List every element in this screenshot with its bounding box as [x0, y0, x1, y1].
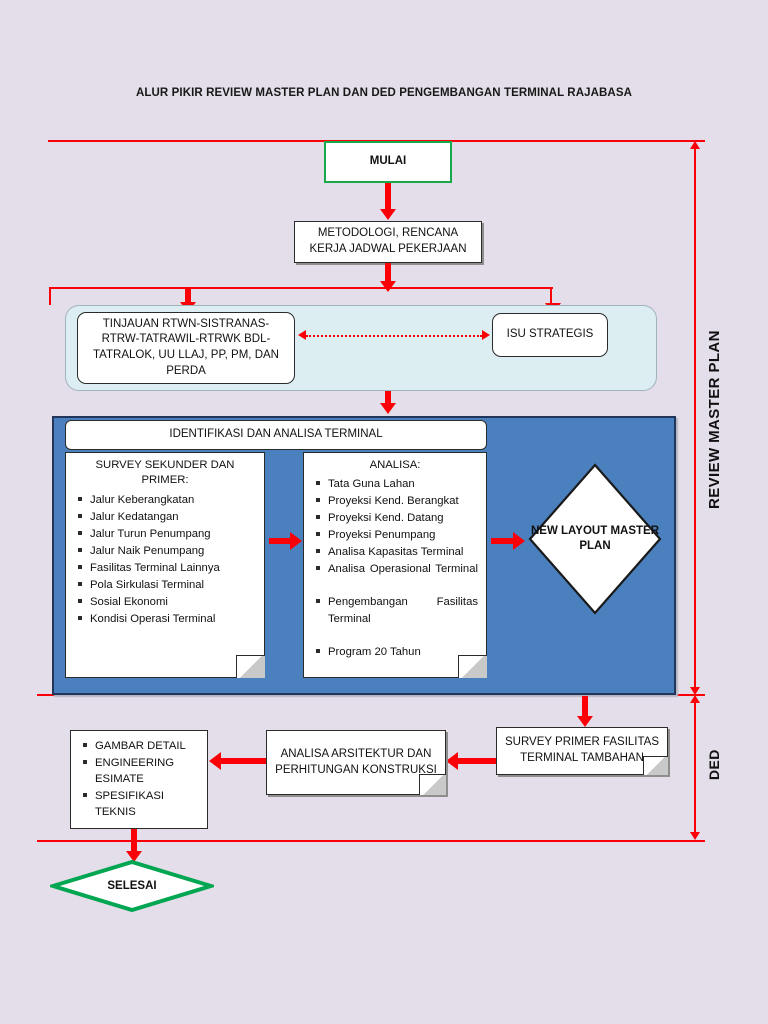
node-new-layout-master-plan[interactable]: NEW LAYOUT MASTER PLAN — [528, 463, 662, 615]
node-deliverables-list: GAMBAR DETAIL ENGINEERING ESIMATE SPESIF… — [71, 738, 207, 820]
connector-survey-to-analisa-arrow — [290, 532, 302, 550]
node-analisa-list: Tata Guna Lahan Proyeksi Kend. Berangkat… — [304, 476, 486, 659]
phase-bracket-ded-arrow-top — [689, 695, 700, 703]
list-item: Analisa Operasional Terminal — [314, 561, 478, 593]
phase-label-review-master-plan: REVIEW MASTER PLAN — [706, 330, 723, 510]
list-item: Sosial Ekonomi — [76, 594, 256, 610]
node-isu-strategis[interactable]: ISU STRATEGIS — [492, 313, 608, 357]
connector-isu-tinjauan-dotted — [306, 335, 482, 337]
list-item: GAMBAR DETAIL — [81, 738, 199, 754]
list-item: Jalur Kedatangan — [76, 509, 256, 525]
list-item: Proyeksi Kend. Berangkat — [314, 493, 478, 509]
connector-panel-to-identifikasi — [385, 391, 391, 405]
node-new-layout-master-plan-label: NEW LAYOUT MASTER PLAN — [531, 524, 659, 552]
phase-divider-middle — [37, 694, 705, 697]
connector-mulai-to-metodologi — [385, 183, 391, 211]
connector-isu-tinjauan-arrow-left — [298, 330, 306, 340]
list-item: Kondisi Operasi Terminal — [76, 611, 256, 627]
node-survey-primer-label: SURVEY PRIMER FASILITAS TERMINAL TAMBAHA… — [504, 736, 660, 764]
node-mulai[interactable]: MULAI — [324, 141, 452, 183]
list-item: Jalur Keberangkatan — [76, 492, 256, 508]
diamond-shape-icon — [50, 860, 214, 912]
connector-to-selesai-arrow — [126, 851, 142, 862]
list-item: ENGINEERING ESIMATE — [81, 755, 199, 787]
document-fold-corner-icon — [458, 655, 487, 678]
connector-analisa-to-newlayout — [491, 538, 515, 544]
node-tinjauan-regulasi-label: TINJAUAN RTWN-SISTRANAS-RTRW-TATRAWIL-RT… — [93, 317, 279, 377]
list-item: Program 20 Tahun — [314, 644, 478, 660]
node-metodologi[interactable]: METODOLOGI, RENCANA KERJA JADWAL PEKERJA… — [294, 221, 482, 263]
node-isu-strategis-label: ISU STRATEGIS — [506, 328, 594, 341]
phase-divider-bottom — [37, 840, 705, 843]
connector-survey-to-analisa — [269, 538, 292, 544]
list-item: Pengembangan Fasilitas Terminal — [314, 594, 478, 642]
node-analisa-arsitektur-label: ANALISA ARSITEKTUR DAN PERHITUNGAN KONST… — [275, 747, 437, 776]
node-identifikasi-header[interactable]: IDENTIFIKASI DAN ANALISA TERMINAL — [65, 420, 487, 450]
phase-bracket-rmp-arrow-bottom — [689, 687, 700, 695]
list-item: Pola Sirkulasi Terminal — [76, 577, 256, 593]
phase-label-ded: DED — [706, 749, 722, 781]
node-analisa-arsitektur[interactable]: ANALISA ARSITEKTUR DAN PERHITUNGAN KONST… — [266, 730, 446, 795]
document-fold-corner-icon — [643, 756, 668, 775]
connector-to-survey-primer — [582, 696, 588, 718]
diamond-shape-icon — [528, 463, 662, 615]
connector-metodologi-stem — [385, 263, 391, 283]
phase-bracket-ded-arrow-bottom — [689, 832, 700, 840]
connector-panel-to-identifikasi-arrow — [380, 403, 396, 414]
connector-isu-tinjauan-arrow-right — [482, 330, 490, 340]
connector-branch-left-down — [49, 287, 52, 305]
connector-mulai-to-metodologi-arrow — [380, 209, 396, 220]
list-item: Fasilitas Terminal Lainnya — [76, 560, 256, 576]
connector-branch-to-tinjauan — [185, 287, 191, 304]
phase-bracket-ded-line — [694, 701, 697, 834]
node-deliverables-box[interactable]: GAMBAR DETAIL ENGINEERING ESIMATE SPESIF… — [70, 730, 208, 829]
connector-surveyprimer-to-arsitektur — [458, 758, 496, 764]
connector-arsitektur-to-deliverables — [221, 758, 266, 764]
node-analisa-box[interactable]: ANALISA: Tata Guna Lahan Proyeksi Kend. … — [303, 452, 487, 678]
node-survey-list: Jalur Keberangkatan Jalur Kedatangan Jal… — [66, 492, 264, 627]
document-fold-corner-icon — [236, 655, 265, 678]
page-title: ALUR PIKIR REVIEW MASTER PLAN DAN DED PE… — [136, 87, 632, 99]
node-identifikasi-header-label: IDENTIFIKASI DAN ANALISA TERMINAL — [169, 428, 383, 441]
connector-arsitektur-to-deliverables-arrow — [209, 752, 221, 770]
connector-surveyprimer-to-arsitektur-arrow — [446, 752, 458, 770]
phase-bracket-rmp-line — [694, 147, 697, 689]
list-item: Proyeksi Penumpang — [314, 527, 478, 543]
node-mulai-label: MULAI — [369, 155, 407, 168]
connector-branch-to-isu — [550, 287, 553, 305]
node-survey-heading: SURVEY SEKUNDER DAN PRIMER: — [95, 459, 235, 487]
node-tinjauan-regulasi[interactable]: TINJAUAN RTWN-SISTRANAS-RTRW-TATRAWIL-RT… — [77, 312, 295, 384]
node-survey-primer[interactable]: SURVEY PRIMER FASILITAS TERMINAL TAMBAHA… — [496, 727, 668, 775]
node-selesai[interactable]: SELESAI — [50, 860, 214, 912]
connector-analisa-to-newlayout-arrow — [513, 532, 525, 550]
connector-to-selesai — [131, 829, 137, 853]
list-item: Tata Guna Lahan — [314, 476, 478, 492]
list-item: Jalur Turun Penumpang — [76, 526, 256, 542]
list-item: Jalur Naik Penumpang — [76, 543, 256, 559]
list-item: SPESIFIKASI TEKNIS — [81, 788, 199, 820]
connector-metodologi-stem-arrow — [380, 281, 396, 292]
node-selesai-label: SELESAI — [107, 880, 157, 893]
document-fold-corner-icon — [419, 774, 446, 795]
connector-metodologi-branch-bus — [49, 287, 553, 290]
list-item: Proyeksi Kend. Datang — [314, 510, 478, 526]
connector-to-survey-primer-arrow — [577, 716, 593, 727]
node-analisa-heading: ANALISA: — [369, 459, 421, 471]
node-survey-box[interactable]: SURVEY SEKUNDER DAN PRIMER: Jalur Kebera… — [65, 452, 265, 678]
node-metodologi-label: METODOLOGI, RENCANA KERJA JADWAL PEKERJA… — [309, 227, 467, 255]
list-item: Analisa Kapasitas Terminal — [314, 544, 478, 560]
phase-bracket-rmp-arrow-top — [689, 141, 700, 149]
